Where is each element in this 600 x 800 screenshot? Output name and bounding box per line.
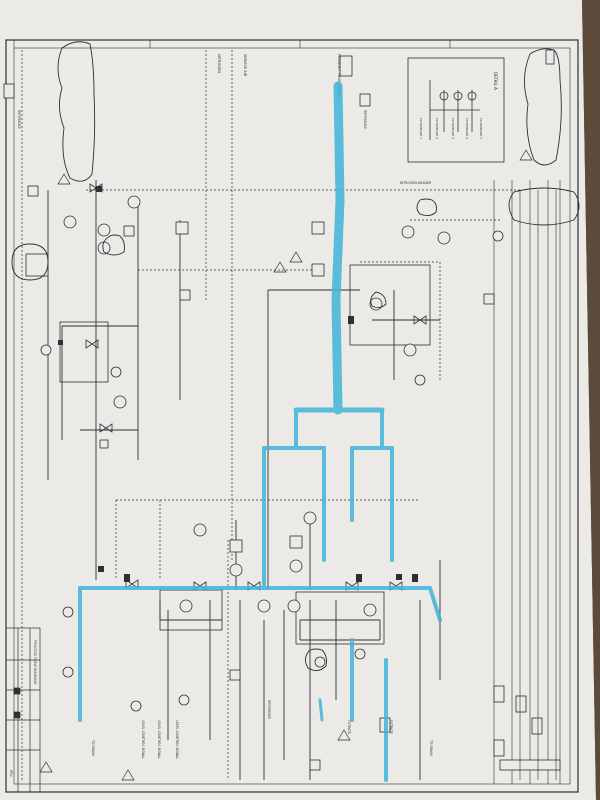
detail-a-module-4: TO MODULE 4 <box>465 117 469 139</box>
label-level-control-1: LEVEL CONTROL SIGNAL <box>141 720 145 759</box>
detail-a-module-1: TO MODULE 1 <box>419 117 423 139</box>
drawing-border <box>5 39 579 793</box>
right-label-columns <box>493 180 561 784</box>
detail-a-module-3: TO MODULE 3 <box>451 117 455 139</box>
label-reference-2: REFERENCE <box>363 110 367 129</box>
handwritten-clouds <box>11 41 580 671</box>
label-product-from-vessel: PRODUCT FROM VESSEL <box>337 54 341 98</box>
detail-a-module-5: TO MODULE 5 <box>479 117 483 139</box>
title-block <box>5 627 41 793</box>
filled-valves <box>58 186 418 582</box>
label-filtrate-2: FILTRATE <box>389 720 393 734</box>
highlighter-marks <box>78 81 442 782</box>
paper-shadow <box>582 0 600 800</box>
title-block-rev: REV <box>9 770 13 777</box>
label-reference-1: REFERENCE <box>17 110 21 129</box>
label-to-drain-1: TO DRAIN <box>91 739 95 756</box>
equipment-boxes <box>3 49 561 771</box>
label-to-drain-2: TO DRAIN <box>429 739 433 756</box>
label-level-control-3: LEVEL CONTROL SIGNAL <box>175 720 179 759</box>
label-nitrogen-header: NITROGEN HEADER <box>400 181 432 185</box>
label-nitrogen: NITROGEN <box>217 54 221 73</box>
label-service-air: SERVICE AIR <box>243 54 247 77</box>
right-side-tagged-lines <box>519 190 557 780</box>
label-filtrate-1: FILTRATE <box>347 720 351 734</box>
label-level-control-2: LEVEL CONTROL SIGNAL <box>157 720 161 759</box>
tag-triangles <box>39 149 533 781</box>
instrument-bubbles <box>40 195 504 712</box>
title-block-text: PROCESS FLOW DIAGRAM <box>33 640 37 684</box>
detail-a-module-2: TO MODULE 2 <box>435 117 439 139</box>
solid-process-lines <box>47 180 441 780</box>
detail-a-title: DETAIL A <box>493 72 498 90</box>
detail-a-box <box>407 57 505 163</box>
label-reference-3: REFERENCE <box>267 700 271 719</box>
